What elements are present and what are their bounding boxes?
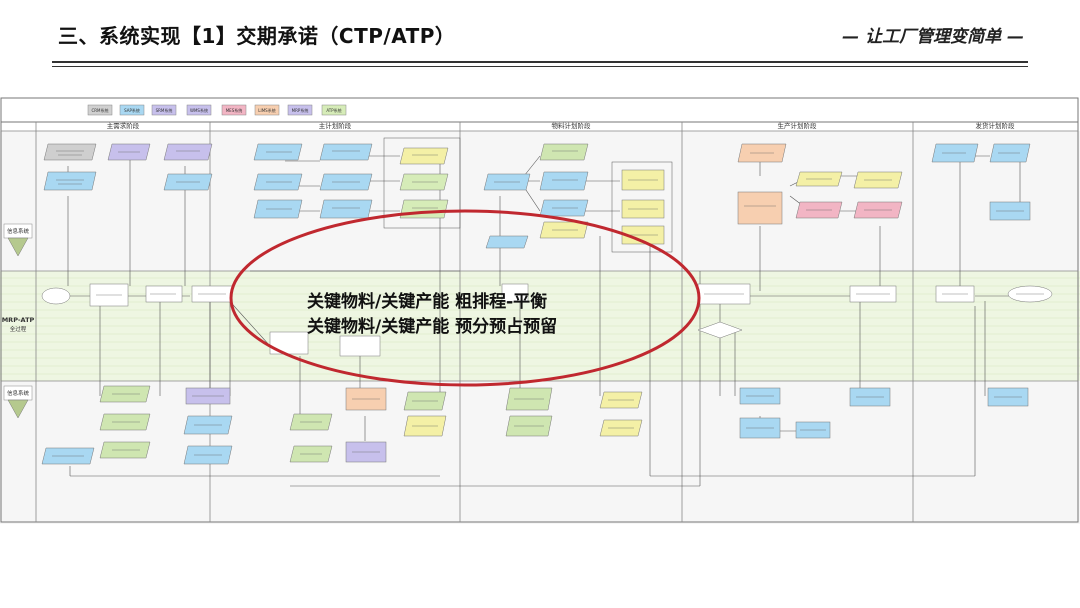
svg-text:信息系统: 信息系统 xyxy=(7,227,30,235)
node-text-placeholders xyxy=(52,150,1044,457)
svg-text:信息系统: 信息系统 xyxy=(7,389,30,397)
system-legend: CRM系统 SAP系统 SRM系统 WMS系统 MES系统 LIMS系统 MRP… xyxy=(87,104,347,116)
middle-band-shapes xyxy=(41,283,1053,357)
svg-text:SRM系统: SRM系统 xyxy=(156,107,173,113)
phase-header-3: 物料计划阶段 xyxy=(552,121,592,130)
svg-text:WMS系统: WMS系统 xyxy=(190,107,208,113)
page-slogan: — 让工厂管理变简单 — xyxy=(842,27,1024,47)
svg-text:ATP系统: ATP系统 xyxy=(326,107,341,113)
header-rule-thin xyxy=(52,66,1028,67)
svg-text:MRP系统: MRP系统 xyxy=(292,107,309,113)
band-stripes xyxy=(0,277,1080,375)
svg-text:CRM系统: CRM系统 xyxy=(91,107,108,113)
phase-header-5: 发货计划阶段 xyxy=(976,121,1016,130)
highlight-caption-line-2: 关键物料/关键产能 预分预占预留 xyxy=(307,317,558,337)
phase-header-4: 生产计划阶段 xyxy=(778,121,818,130)
lane-top xyxy=(0,131,1080,271)
phase-header-2: 主计划阶段 xyxy=(319,121,352,130)
lane-labels: 信息系统 MRP-ATP 全过程 信息系统 xyxy=(2,223,35,419)
highlight-ellipse xyxy=(229,209,701,387)
svg-text:全过程: 全过程 xyxy=(10,325,27,333)
process-flow-diagram: 主需求阶段 主计划阶段 物料计划阶段 生产计划阶段 发货计划阶段 CRM系统 S… xyxy=(0,97,1080,524)
svg-text:LIMS系统: LIMS系统 xyxy=(258,107,275,113)
svg-text:SAP系统: SAP系统 xyxy=(124,107,140,113)
svg-text:MRP-ATP: MRP-ATP xyxy=(2,316,35,324)
page-title: 三、系统实现【1】交期承诺（CTP/ATP） xyxy=(58,24,456,48)
header-rule xyxy=(52,61,1028,63)
svg-text:MES系统: MES系统 xyxy=(226,107,243,113)
highlight-caption-line-1: 关键物料/关键产能 粗排程-平衡 xyxy=(307,292,548,312)
phase-header-1: 主需求阶段 xyxy=(107,121,140,130)
